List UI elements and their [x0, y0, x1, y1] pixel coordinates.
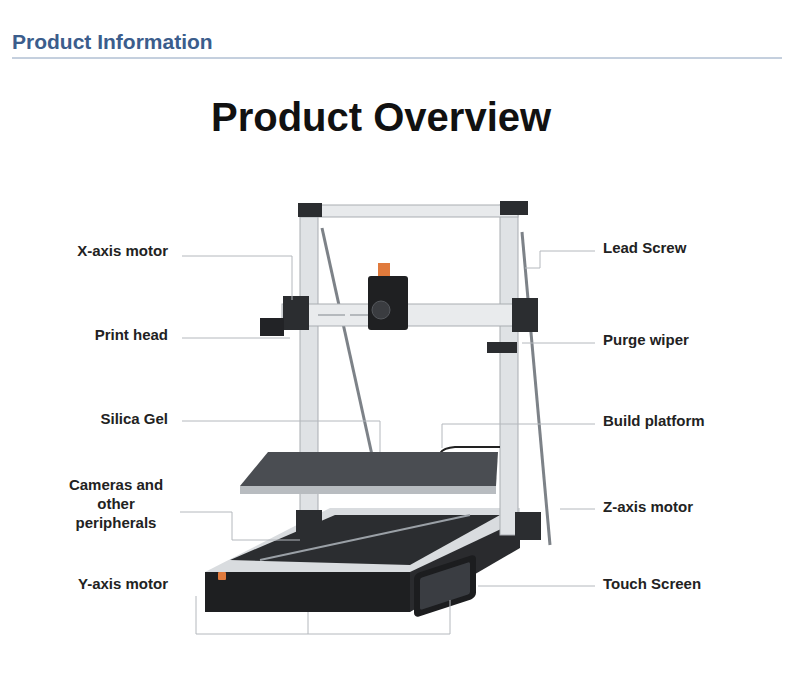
purge-wiper [487, 342, 517, 353]
head-fan [372, 301, 390, 319]
diagram-title: Product Overview [211, 93, 551, 141]
touch-screen [414, 554, 476, 618]
plate-edge [240, 486, 496, 494]
part-label: X-axis motor [77, 241, 168, 260]
z-motor [515, 512, 541, 540]
leader-line [525, 251, 595, 268]
leader-line [478, 586, 595, 587]
leader-line [182, 338, 290, 339]
power-led [218, 572, 226, 580]
front-slab [205, 572, 410, 612]
build-plate [240, 452, 498, 486]
z-motor [296, 510, 322, 532]
right-post [500, 205, 518, 535]
part-label: Y-axis motor [78, 574, 168, 593]
leader-line [308, 612, 309, 634]
leader-line [196, 596, 450, 634]
part-label: Build platform [603, 411, 705, 430]
leader-line [560, 509, 595, 510]
lead-screw [522, 232, 550, 545]
part-label: Print head [95, 325, 168, 344]
y-rod [260, 515, 470, 560]
leader-line [442, 424, 595, 448]
part-label: Lead Screw [603, 238, 686, 257]
section-header: Product Information [12, 29, 213, 54]
leader-line [522, 343, 595, 344]
gantry-detail [318, 314, 375, 316]
leader-line [180, 512, 300, 540]
x-motor [260, 318, 284, 336]
top-bar [300, 205, 518, 217]
header-rule [12, 58, 782, 59]
top-corner [500, 201, 528, 215]
leader-line [182, 256, 292, 300]
x-gantry [282, 304, 537, 326]
part-label: Touch Screen [603, 574, 701, 593]
part-label: Z-axis motor [603, 497, 693, 516]
print-head [368, 276, 408, 330]
gantry-end [512, 298, 538, 332]
gantry-end [283, 296, 309, 330]
part-label: Silica Gel [100, 409, 168, 428]
part-label: Cameras and other peripherals [64, 475, 168, 532]
part-label: Purge wiper [603, 330, 689, 349]
leader-lines [180, 251, 595, 634]
leader-line [182, 421, 380, 452]
top-corner [298, 203, 322, 217]
